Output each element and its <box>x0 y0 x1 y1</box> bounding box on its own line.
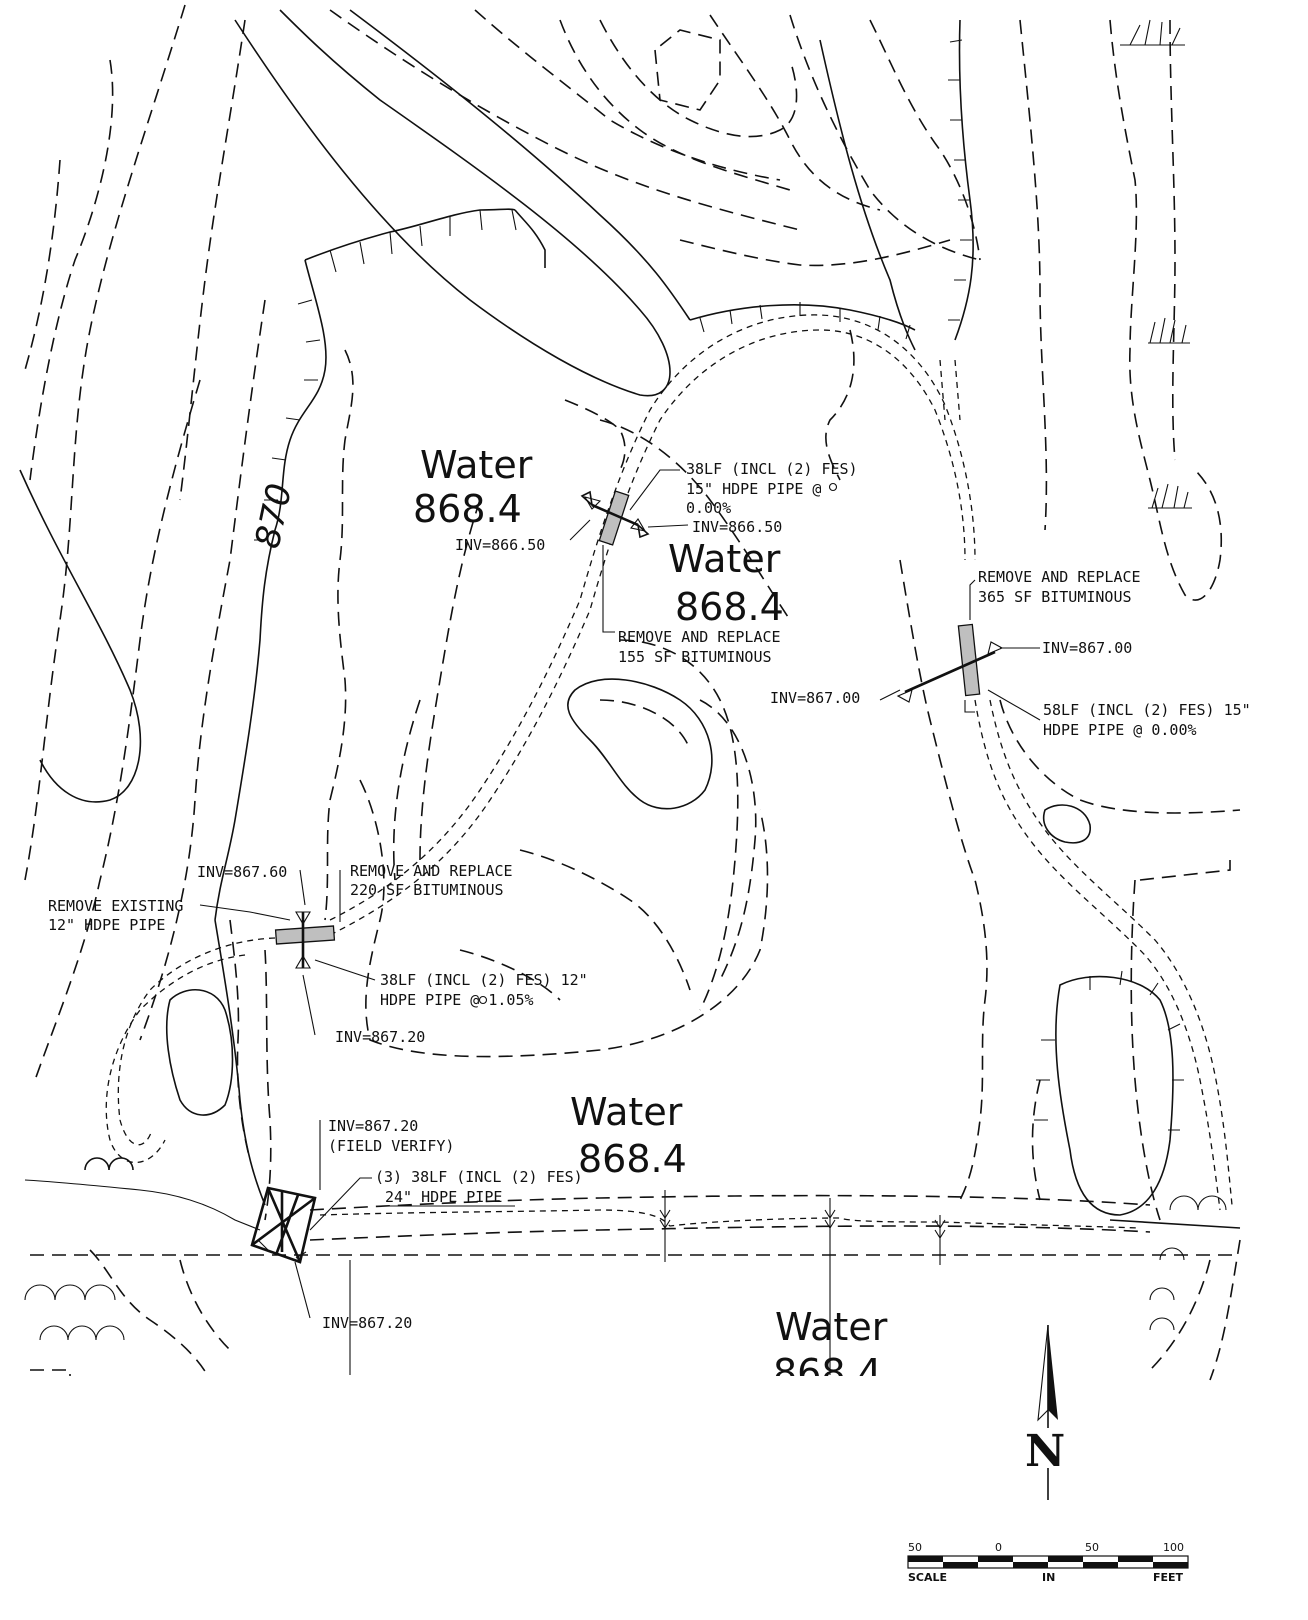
pipe-east <box>896 623 1004 713</box>
water-label-nw: Water 868.4 <box>413 443 533 531</box>
scale-bar-segment <box>1013 1556 1048 1562</box>
scale-caption-feet: FEET <box>1153 1571 1184 1584</box>
water-label-elevation: 868.4 <box>675 585 784 629</box>
scale-bar-segment <box>908 1562 943 1568</box>
north-arrow: N <box>1020 1324 1076 1500</box>
scale-tick-label: 50 <box>1085 1541 1099 1554</box>
callout-line: 0.00% <box>686 499 731 517</box>
water-label-name: Water <box>570 1090 683 1134</box>
contour-lines <box>19 4 1241 1390</box>
callout-line: REMOVE EXISTING <box>48 897 183 915</box>
scale-bar-segment <box>908 1556 943 1562</box>
scale-bar-segments <box>908 1556 1188 1568</box>
north-arrow-letter: N <box>1025 1426 1065 1477</box>
scale-bar-segment <box>978 1556 1013 1562</box>
callout-line: (3) 38LF (INCL (2) FES) <box>375 1168 583 1186</box>
callout-line: 15" HDPE PIPE @ <box>686 480 821 498</box>
pipe-south-culvert <box>250 1186 317 1264</box>
callout-line: 38LF (INCL (2) FES) 12" <box>380 971 588 989</box>
callout-line: HDPE PIPE @ 0.00% <box>1043 721 1197 739</box>
callout-line: 12" HDPE PIPE <box>48 916 165 934</box>
scale-bar-segment <box>1118 1562 1153 1568</box>
north-arrow-head-icon <box>1048 1325 1058 1420</box>
scale-bar-segment <box>1083 1556 1118 1562</box>
callout-line: 58LF (INCL (2) FES) 15" <box>1043 701 1251 719</box>
invert-east-east: INV=867.00 <box>1042 639 1132 657</box>
invert-west-south: INV=867.20 <box>335 1028 425 1046</box>
callout-line: (FIELD VERIFY) <box>328 1137 454 1155</box>
callout-line: REMOVE AND REPLACE <box>350 862 513 880</box>
water-label-name: Water <box>668 537 781 581</box>
invert-east-west: INV=867.00 <box>770 689 860 707</box>
callout-replace-220sf: REMOVE AND REPLACE 220 SF BITUMINOUS <box>350 862 513 899</box>
invert-west-north: INV=867.60 <box>197 863 287 881</box>
callout-line: HDPE PIPE @ 1.05% <box>380 991 534 1009</box>
scale-bar-segment <box>1083 1562 1118 1568</box>
scale-bar-segment <box>1048 1562 1083 1568</box>
scale-caption-in: IN <box>1042 1571 1055 1584</box>
callout-invert-south-north: INV=867.20 (FIELD VERIFY) <box>328 1117 454 1155</box>
callout-replace-365sf: REMOVE AND REPLACE 365 SF BITUMINOUS <box>978 568 1141 606</box>
water-label-south: Water 868.4 <box>570 1090 687 1181</box>
scale-tick-label: 100 <box>1163 1541 1184 1554</box>
scale-bar-segment <box>1013 1562 1048 1568</box>
callout-pipe-north: 38LF (INCL (2) FES) 15" HDPE PIPE @ 0.00… <box>686 460 858 517</box>
scale-bar-segment <box>1118 1556 1153 1562</box>
scale-bar-segment <box>978 1562 1013 1568</box>
scale-bar-segment <box>943 1556 978 1562</box>
leader-lines <box>199 469 1041 1319</box>
water-label-name: Water <box>775 1305 888 1349</box>
water-label-center: Water 868.4 <box>668 537 784 629</box>
pavement-patch-220sf <box>274 925 336 945</box>
scale-bar: 50 0 50 100 SCALE IN FEET <box>907 1541 1189 1584</box>
scale-bar-segment <box>1153 1562 1188 1568</box>
contour-label-870: 870 <box>248 480 301 552</box>
pipe-north <box>580 490 650 546</box>
callout-line: 155 SF BITUMINOUS <box>618 648 772 666</box>
water-label-elevation: 868.4 <box>578 1137 687 1181</box>
scale-tick-label: 0 <box>995 1541 1002 1554</box>
callout-pipe-west: 38LF (INCL (2) FES) 12" HDPE PIPE @ 1.05… <box>380 971 588 1009</box>
scale-caption-scale: SCALE <box>908 1571 947 1584</box>
invert-north-east: INV=866.50 <box>692 518 782 536</box>
callout-line: 220 SF BITUMINOUS <box>350 881 504 899</box>
scale-bar-segment <box>1048 1556 1083 1562</box>
scale-bar-segment <box>943 1562 978 1568</box>
invert-south-south: INV=867.20 <box>322 1314 412 1332</box>
scale-bar-segment <box>1153 1556 1188 1562</box>
callout-remove-existing: REMOVE EXISTING 12" HDPE PIPE <box>48 897 183 934</box>
callout-pipe-east: 58LF (INCL (2) FES) 15" HDPE PIPE @ 0.00… <box>1043 701 1251 739</box>
callout-line: 365 SF BITUMINOUS <box>978 588 1132 606</box>
pipe-west <box>274 911 336 969</box>
water-label-elevation: 868.4 <box>413 487 522 531</box>
callout-line: REMOVE AND REPLACE <box>618 628 781 646</box>
water-label-name: Water <box>420 443 533 487</box>
callout-line: INV=867.20 <box>328 1117 418 1135</box>
pavement-patch-155sf <box>598 490 630 546</box>
trail-path <box>30 314 1240 1375</box>
invert-north-west: INV=866.50 <box>455 536 545 554</box>
callout-line: 24" HDPE PIPE <box>385 1188 502 1206</box>
callout-replace-155sf: REMOVE AND REPLACE 155 SF BITUMINOUS <box>618 628 781 666</box>
scale-tick-label: 50 <box>908 1541 922 1554</box>
callout-line: 38LF (INCL (2) FES) <box>686 460 858 478</box>
callout-line: REMOVE AND REPLACE <box>978 568 1141 586</box>
callout-pipe-south: (3) 38LF (INCL (2) FES) 24" HDPE PIPE <box>375 1168 583 1207</box>
